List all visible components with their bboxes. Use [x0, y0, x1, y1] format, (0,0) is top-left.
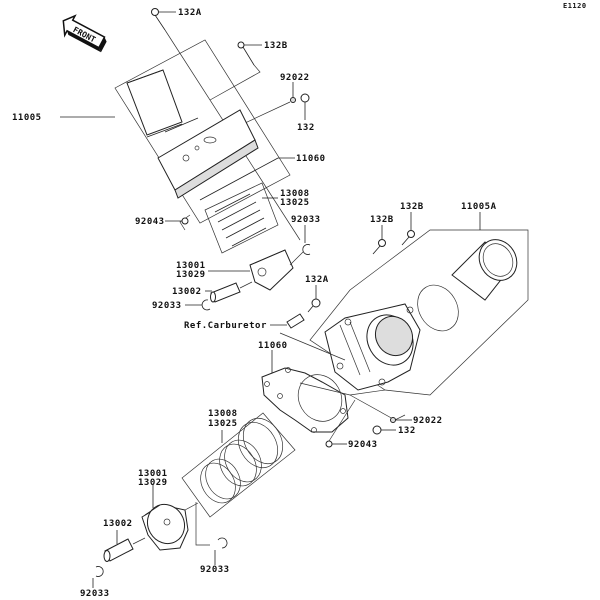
dowel-92043-bottom: [325, 440, 333, 448]
piston-bottom: [141, 503, 189, 551]
circlip-92033-top-left: [201, 299, 211, 311]
label-13008-bottom: 13008: [208, 409, 238, 419]
washer-92022-bottom: [390, 417, 396, 423]
label-92022-top: 92022: [280, 73, 310, 83]
ring-set-top-frame: [204, 182, 279, 254]
carburetor-fitting: [286, 313, 305, 329]
ring-set-bottom-frame: [181, 412, 296, 518]
bolt-132a-mid: [307, 298, 321, 313]
cylinder-block-main: [324, 303, 421, 391]
circlip-92033-top-right: [302, 244, 311, 255]
cylinder-block-top: [157, 109, 259, 199]
piston-rings-top: [214, 193, 267, 247]
front-arrow-icon: FRONT: [62, 14, 107, 53]
label-11060-top: 11060: [296, 154, 326, 164]
piston-rings-bottom: [200, 418, 284, 504]
label-13025-top: 13025: [280, 198, 310, 208]
label-92022-bottom: 92022: [413, 416, 443, 426]
piston-top: [249, 249, 294, 291]
label-13002-top: 13002: [172, 287, 202, 297]
circlip-92033-bottom-left: [95, 566, 104, 577]
bolt-132-top: [300, 93, 310, 103]
label-11060-bottom: 11060: [258, 341, 288, 351]
diagram-code: E1120: [563, 2, 587, 10]
label-92033-top-left: 92033: [152, 301, 182, 311]
gasket-11060-bottom: [261, 367, 349, 433]
label-13001-bottom: 13001: [138, 469, 168, 479]
label-ref-carburetor: Ref.Carburetor: [184, 321, 267, 331]
label-11005a: 11005A: [461, 202, 497, 212]
label-132b-top: 132B: [264, 41, 288, 51]
label-13029-top: 13029: [176, 270, 206, 280]
circlip-92033-bottom-right: [217, 537, 228, 549]
cylinder-liner-top: [126, 69, 199, 138]
label-132-top: 132: [297, 123, 315, 133]
label-132b-mid-left: 132B: [370, 215, 394, 225]
piston-pin-bottom: [103, 538, 134, 562]
label-132a-top: 132A: [178, 8, 202, 18]
label-132-bottom: 132: [398, 426, 416, 436]
bolt-132b-top: [209, 41, 262, 101]
label-92043-top: 92043: [135, 217, 165, 227]
piston-pin-top: [210, 282, 241, 303]
cylinder-liner-11005a: [451, 239, 518, 301]
label-92033-bottom-left: 92033: [80, 589, 110, 599]
bolt-132b-mid-right: [401, 230, 415, 246]
label-13001-top: 13001: [176, 261, 206, 271]
label-11005: 11005: [12, 113, 42, 123]
label-132a-mid: 132A: [305, 275, 329, 285]
label-13025-bottom: 13025: [208, 419, 238, 429]
label-132b-mid-right: 132B: [400, 202, 424, 212]
o-ring-11005a: [417, 284, 459, 332]
dowel-92043-top: [181, 217, 189, 225]
label-92033-bottom-right: 92033: [200, 565, 230, 575]
bolt-132-bottom: [372, 425, 382, 435]
label-13002-bottom: 13002: [103, 519, 133, 529]
washer-92022-top: [290, 97, 296, 103]
bolt-132b-mid-left: [372, 239, 386, 255]
label-92043-bottom: 92043: [348, 440, 378, 450]
gasket-11060-top: [199, 157, 279, 201]
label-13008-top: 13008: [280, 189, 310, 199]
label-92033-top-right: 92033: [291, 215, 321, 225]
label-13029-bottom: 13029: [138, 478, 168, 488]
